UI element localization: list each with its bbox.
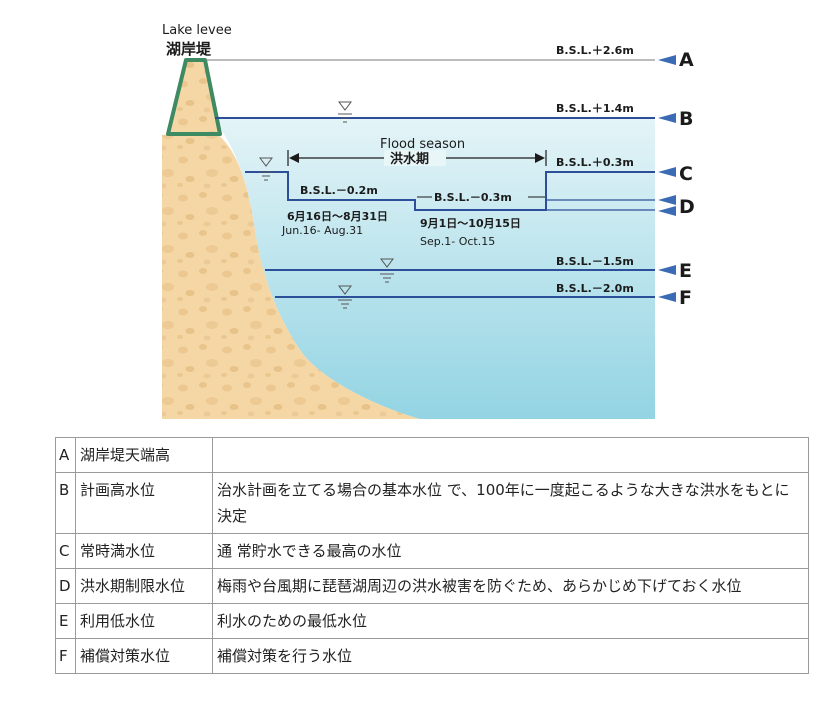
row-name: 計画高水位 [75,472,213,534]
levee-label-en: Lake levee [162,23,232,38]
row-letter: C [55,533,76,569]
row-letter: A [55,437,76,473]
period-2-dates-en: Sep.1- Oct.15 [420,235,495,248]
level-d-letter: D [679,196,695,218]
level-a-label: B.S.L.＋2.6m [556,44,634,57]
table-row: F 補償対策水位 補償対策を行う水位 [55,638,809,674]
lake-water [212,117,655,419]
row-description: 梅雨や台風期に琵琶湖周辺の洪水被害を防ぐため、あらかじめ下げておく水位 [212,568,809,604]
row-letter: F [55,638,76,674]
row-name: 湖岸堤天端高 [75,437,213,473]
row-description: 治水計画を立てる場合の基本水位 で、100年に一度起こるような大きな洪水をもとに… [212,472,809,534]
level-f-arrow [658,292,676,302]
level-c-label: B.S.L.＋0.3m [556,156,634,169]
row-name: 補償対策水位 [75,638,213,674]
table-row: E 利用低水位 利水のための最低水位 [55,603,809,639]
water-surface-marker [259,157,273,181]
level-f-label: B.S.L.－2.0m [556,282,634,295]
flood-season-arrowhead-left [289,153,299,163]
row-description: 利水のための最低水位 [212,603,809,639]
level-e-arrow [658,265,676,275]
levee-label-ja: 湖岸堤 [166,40,212,58]
level-line-cd [245,171,655,211]
lake-levee [166,58,222,136]
table-row: D 洪水期制限水位 梅雨や台風期に琵琶湖周辺の洪水被害を防ぐため、あらかじめ下げ… [55,568,809,604]
level-a-arrow [658,55,676,65]
level-e-letter: E [679,260,692,282]
water-surface-marker [338,101,352,123]
period-2-dates-ja: 9月1日～10月15日 [420,217,521,230]
row-name: 洪水期制限水位 [75,568,213,604]
table-row: A 湖岸堤天端高 [55,437,809,473]
level-d-arrow-upper [658,195,676,205]
period-1-dates-en: Jun.16- Aug.31 [281,224,363,237]
level-c-letter: C [679,163,693,185]
level-c-arrow [658,167,676,177]
row-letter: D [55,568,76,604]
row-description: 通 常貯水できる最高の水位 [212,533,809,569]
water-level-table: A 湖岸堤天端高 B 計画高水位 治水計画を立てる場合の基本水位 で、100年に… [55,437,809,674]
row-description: 補償対策を行う水位 [212,638,809,674]
row-description [212,437,809,473]
row-letter: B [55,472,76,534]
row-letter: E [55,603,76,639]
level-e-label: B.S.L.－1.5m [556,255,634,268]
level-b-label: B.S.L.＋1.4m [556,102,634,115]
lake-level-diagram: Lake levee 湖岸堤 Flood season 洪水期 B.S.L.－0… [162,23,695,419]
water-surface-marker [338,285,352,309]
period-1-dates-ja: 6月16日～8月31日 [287,210,388,223]
row-name: 常時満水位 [75,533,213,569]
water-surface-marker [380,258,394,283]
period-1-level-label: B.S.L.－0.2m [300,184,378,197]
flood-season-arrowhead-right [535,153,545,163]
ground-soil [162,133,420,419]
flood-season-label-en: Flood season [380,137,465,152]
flood-season-label-ja: 洪水期 [390,151,429,167]
level-d-arrow-lower [658,206,676,216]
period-2-level-label: B.S.L.－0.3m [434,191,512,204]
level-b-arrow [658,113,676,123]
row-name: 利用低水位 [75,603,213,639]
table-row: B 計画高水位 治水計画を立てる場合の基本水位 で、100年に一度起こるような大… [55,472,809,534]
table-row: C 常時満水位 通 常貯水できる最高の水位 [55,533,809,569]
level-f-letter: F [679,287,692,309]
level-b-letter: B [679,108,693,130]
flood-season-label-bg [384,150,446,166]
level-a-letter: A [679,49,694,71]
